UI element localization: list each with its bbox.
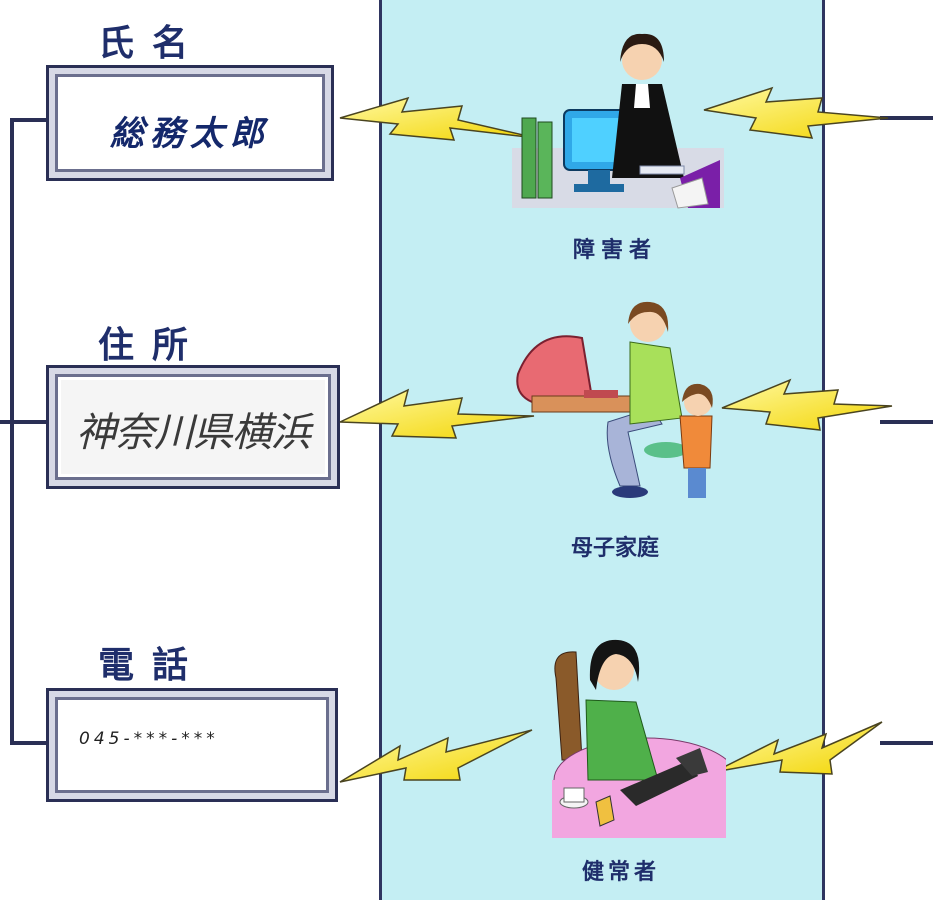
address-value: 神奈川県横浜 [76,410,311,456]
child-legs [688,468,706,498]
woman-hair [589,639,640,690]
address-label: 住所 [98,325,207,366]
mother-hair [628,301,669,332]
lightning-bolt-5 [721,378,893,431]
mother-child-illustration [516,301,713,498]
binder-green-1 [521,117,537,199]
laptop [620,760,698,806]
phone-field: 045-***-*** [46,688,338,802]
woman-body [585,699,659,781]
coffee-mug [563,787,585,803]
chair-back [554,651,583,761]
child-hair [682,383,713,408]
computer-monitor [516,335,594,404]
name-label: 氏名 [98,23,207,64]
caption-disabled: 障害者 [572,238,657,263]
left-bracket-vertical [10,118,14,745]
keyboard-2 [584,390,618,398]
person-hair [620,33,664,62]
right-connector-bottom [880,741,933,745]
keyboard [639,165,685,175]
lightning-bolt-2 [339,388,535,439]
office-worker-illustration [512,33,724,209]
white-papers [671,177,709,209]
person-body [612,84,684,178]
name-field-inner: 総務太郎 [61,80,319,166]
binder-green-2 [537,121,553,199]
lightning-bolt-6 [713,721,883,775]
left-bracket-bottom [10,741,50,745]
mother-body [629,341,683,425]
right-connector-mid [880,420,933,424]
phone-value: 045-***-*** [79,729,219,749]
address-field: 神奈川県横浜 [46,365,340,489]
person-head [622,40,662,80]
stool [644,442,688,458]
mother-head [630,306,666,342]
shoes [612,486,648,498]
monitor-stand [588,170,610,184]
phone-field-inner: 045-***-*** [61,703,323,787]
lightning-bolt-4 [703,86,889,139]
laptop-user-illustration [552,639,726,838]
left-bracket-mid [0,420,50,424]
lightning-bolt-3 [339,729,533,783]
address-field-inner: 神奈川県横浜 [61,380,325,474]
right-connector-top [880,116,933,120]
phone-label: 電話 [98,645,207,686]
name-value: 総務太郎 [110,114,270,154]
mother-legs [606,407,663,487]
person-collar [634,84,650,108]
left-bracket-top [10,118,50,122]
decoration-box [595,795,615,827]
name-field: 総務太郎 [46,65,334,181]
child-body [679,415,713,469]
caption-single-mother: 母子家庭 [570,536,659,561]
laptop-screen [676,748,708,776]
computer-desk [531,395,639,413]
caption-able-bodied: 健常者 [581,860,660,885]
lightning-bolt-1 [339,96,537,141]
monitor-base [574,184,624,192]
